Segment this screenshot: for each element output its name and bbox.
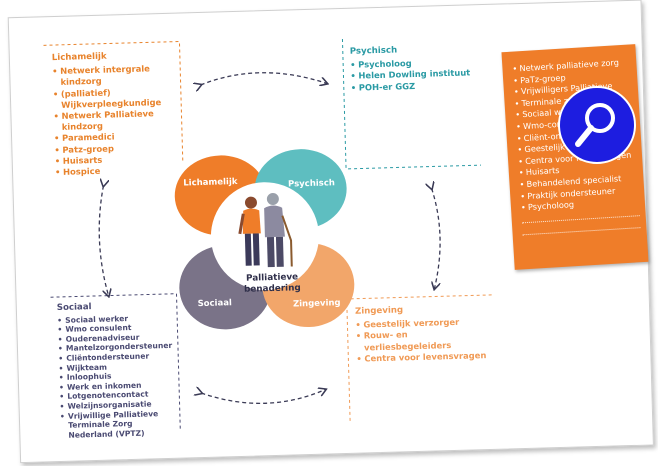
frame-psychisch (341, 38, 482, 170)
petal-label-lichamelijk: Lichamelijk (183, 177, 238, 189)
petal-label-sociaal: Sociaal (197, 298, 232, 309)
magnifying-glass-icon (558, 86, 636, 164)
center-label-line1: Palliatieve (246, 272, 298, 283)
arrow-left (98, 186, 109, 296)
palliatieve-benadering-diagram: Palliatieve benadering Lichamelijk Psych… (174, 149, 355, 330)
arrow-right (432, 188, 441, 288)
center-label-line2: benadering (244, 283, 301, 295)
petal-label-zingeving: Zingeving (293, 298, 341, 309)
frame-sociaal (50, 293, 181, 432)
petal-label-psychisch: Psychisch (288, 178, 335, 189)
arrow-top (200, 72, 326, 87)
paper-page: Lichamelijk Netwerk intergrale kindzorg … (7, 0, 654, 464)
arrow-bottom (201, 390, 325, 404)
two-people-illustration (238, 192, 293, 268)
